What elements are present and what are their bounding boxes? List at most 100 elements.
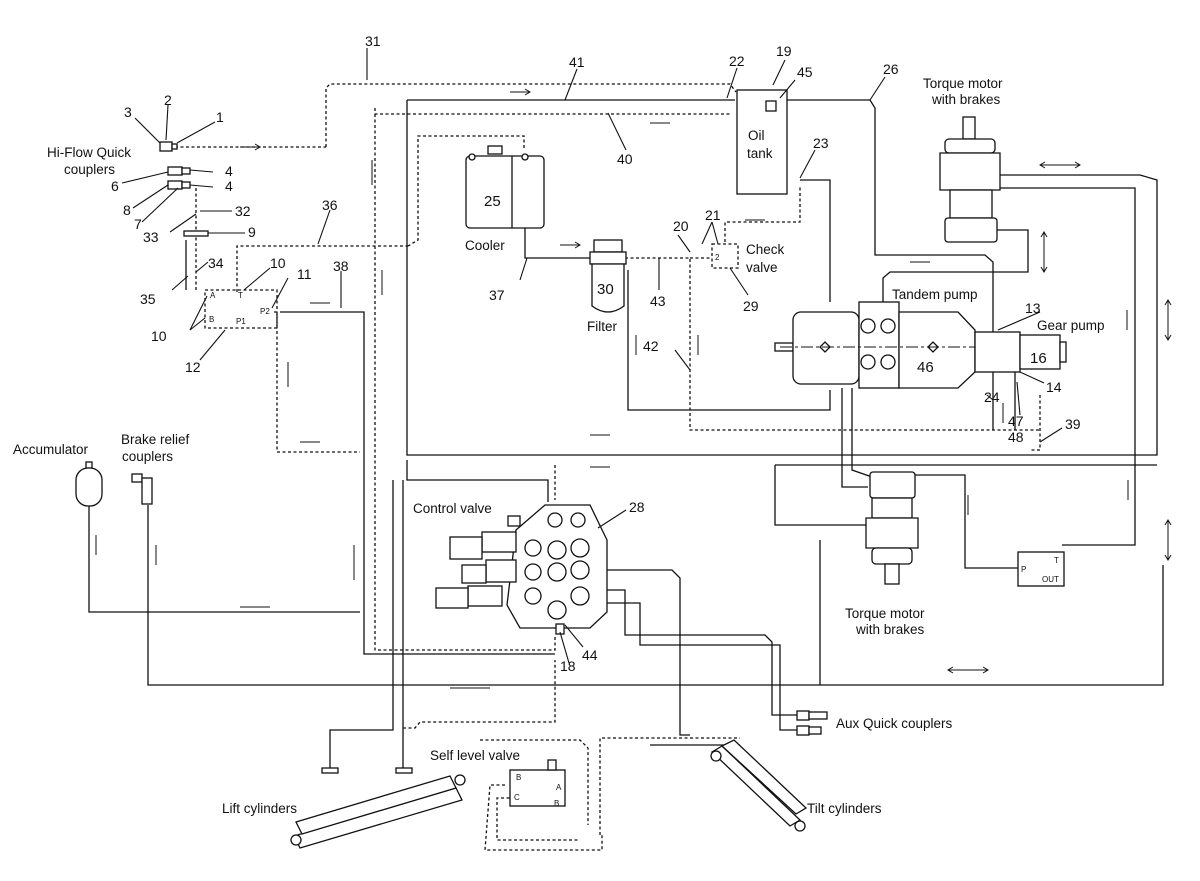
line-filter-out [625, 257, 1040, 431]
line-self-level-loop-b [496, 797, 580, 841]
hi-flow-label-2: couplers [64, 162, 115, 177]
line-p2-loop [274, 311, 360, 453]
line-tilt-b [599, 737, 740, 835]
callout-numbers: 1 2 3 4 4 6 8 7 32 33 9 34 35 10 11 10 1… [111, 33, 1081, 674]
line-check-up [724, 185, 801, 242]
callout-20: 20 [673, 218, 689, 234]
brake-relief-label-1: Brake relief [121, 432, 190, 447]
torque-motor-bottom: Torque motor with brakes [845, 471, 925, 637]
check-valve-label-1: Check [746, 242, 785, 257]
callout-37: 37 [489, 287, 505, 303]
line-aux-c [605, 602, 800, 731]
line-main-return [406, 170, 1158, 456]
callout-36: 36 [322, 197, 338, 213]
port-P2: P2 [260, 307, 270, 316]
brake-relief-couplers: Brake relief couplers [121, 432, 190, 505]
callout-31: 31 [365, 33, 381, 49]
callout-leaders [121, 48, 1063, 664]
callout-10b: 10 [151, 328, 167, 344]
sl-port-A: A [556, 783, 562, 792]
callout-47: 47 [1008, 413, 1024, 429]
callout-3: 3 [124, 104, 132, 120]
callout-9: 9 [248, 224, 256, 240]
port-B: B [209, 315, 214, 324]
shuttle-valve: P T OUT [1017, 551, 1065, 587]
line-filter-pump [627, 270, 831, 411]
sv-port-P: P [1021, 565, 1026, 574]
line-37 [524, 225, 590, 259]
line-36 [236, 245, 410, 292]
callout-28: 28 [629, 499, 645, 515]
line-31 [325, 83, 737, 147]
callout-16: 16 [1030, 350, 1047, 367]
port-P1: P1 [236, 317, 246, 326]
self-level-label: Self level valve [430, 748, 520, 763]
callout-30: 30 [597, 281, 614, 298]
callout-24: 24 [984, 389, 1000, 405]
callout-23: 23 [813, 135, 829, 151]
aux-couplers: Aux Quick couplers [796, 710, 953, 736]
callout-42: 42 [643, 338, 659, 354]
sl-port-B1: B [516, 773, 521, 782]
callout-41: 41 [569, 54, 585, 70]
line-accumulator [88, 505, 360, 613]
check-valve: 2 Check valve [711, 242, 785, 275]
callout-26: 26 [883, 61, 899, 77]
callout-10a: 10 [270, 255, 286, 271]
callout-32: 32 [235, 203, 251, 219]
callout-48: 48 [1008, 429, 1024, 445]
line-motor-top-a [882, 229, 1029, 302]
callout-19: 19 [776, 43, 792, 59]
callout-46: 46 [917, 359, 934, 376]
control-valve-label: Control valve [413, 501, 492, 516]
callout-11: 11 [297, 266, 312, 282]
lift-cylinders: Lift cylinders [222, 767, 466, 849]
callout-33: 33 [143, 229, 159, 245]
check-valve-port: 2 [715, 253, 720, 262]
callout-38: 38 [333, 258, 349, 274]
tandem-pump: 46 16 Tandem pump Gear pump [774, 287, 1105, 389]
line-40b [374, 114, 556, 651]
torque-motor-top: Torque motor with brakes [923, 76, 1003, 243]
callout-8: 8 [123, 202, 131, 218]
callout-2: 2 [164, 92, 172, 108]
callout-14: 14 [1046, 379, 1062, 395]
callout-6: 6 [111, 178, 119, 194]
flow-arrows [95, 88, 1172, 689]
hi-flow-label-1: Hi-Flow Quick [47, 145, 131, 160]
torque-top-label-2: with brakes [931, 92, 1001, 107]
tilt-cyl-label: Tilt cylinders [807, 801, 882, 816]
valve-block-12: A T B P1 P2 [204, 289, 278, 329]
callout-40: 40 [617, 151, 633, 167]
oil-tank: Oil tank [736, 89, 788, 195]
oil-tank-label-2: tank [747, 146, 773, 161]
callout-25: 25 [484, 193, 501, 210]
callout-35: 35 [140, 291, 156, 307]
port-A: A [210, 291, 216, 300]
line-23 [800, 179, 831, 302]
callout-21: 21 [705, 207, 721, 223]
line-41 [406, 99, 735, 170]
callout-29: 29 [743, 298, 759, 314]
lift-cyl-label: Lift cylinders [222, 801, 297, 816]
port-T: T [238, 291, 243, 300]
accumulator-label: Accumulator [13, 442, 89, 457]
callout-22: 22 [729, 53, 745, 69]
tilt-cylinders: Tilt cylinders [710, 739, 882, 832]
line-motor-top-b [1000, 187, 1136, 546]
line-control-feed [406, 460, 549, 502]
callout-45: 45 [797, 64, 813, 80]
check-valve-label-2: valve [746, 260, 778, 275]
line-pump-motor-c [910, 474, 1018, 569]
callout-39: 39 [1065, 416, 1081, 432]
line-cooler-return [407, 135, 525, 247]
gear-pump-label: Gear pump [1037, 318, 1105, 333]
callout-34: 34 [208, 255, 224, 271]
tandem-pump-label: Tandem pump [892, 287, 978, 302]
brake-relief-label-2: couplers [122, 449, 173, 464]
line-40 [374, 108, 730, 115]
accumulator: Accumulator [13, 442, 103, 507]
torque-bottom-label-1: Torque motor [845, 606, 925, 621]
line-cross-b [774, 465, 870, 526]
